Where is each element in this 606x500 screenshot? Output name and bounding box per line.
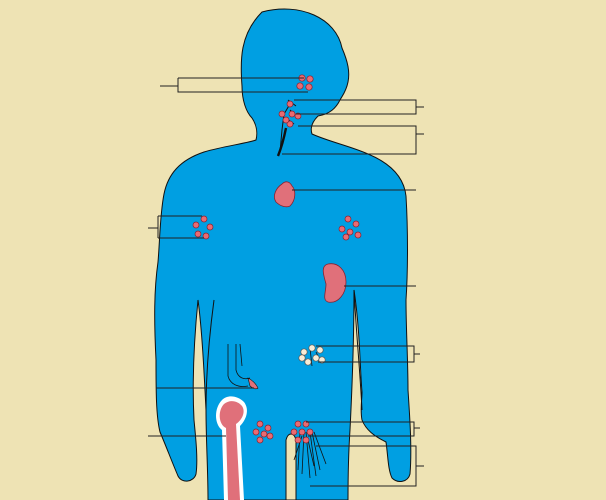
right-arm-gap: [205, 299, 215, 411]
body-outline: [154, 8, 412, 500]
right-axillary-node-cluster: [192, 215, 214, 240]
leader-inguinal: [306, 421, 420, 437]
femur-bone: [219, 401, 244, 500]
leader-cervical: [294, 99, 424, 115]
leader-vessels: [310, 445, 424, 487]
inguinal-vessels: [293, 431, 327, 479]
tonsil-cluster: [296, 74, 314, 91]
mesenteric-node-cluster: [298, 344, 326, 366]
leader-neck: [282, 125, 424, 155]
left-arm-gap: [353, 289, 363, 411]
leader-abdominal: [316, 345, 420, 363]
lymph-nodes: [192, 74, 362, 444]
body-silhouette: [154, 8, 412, 500]
leader-axillary: [148, 215, 204, 239]
bone-marrow: [216, 396, 247, 500]
crotch-gap: [285, 433, 297, 500]
leader-lines: [148, 77, 424, 487]
leader-tonsils: [160, 77, 308, 93]
thymus: [274, 181, 296, 208]
right-inguinal-node-cluster: [252, 420, 274, 444]
appendix: [227, 343, 259, 390]
spleen: [322, 263, 347, 303]
left-axillary-node-cluster: [338, 215, 362, 241]
appendix-tip: [247, 377, 259, 390]
cervical-duct: [276, 127, 288, 157]
